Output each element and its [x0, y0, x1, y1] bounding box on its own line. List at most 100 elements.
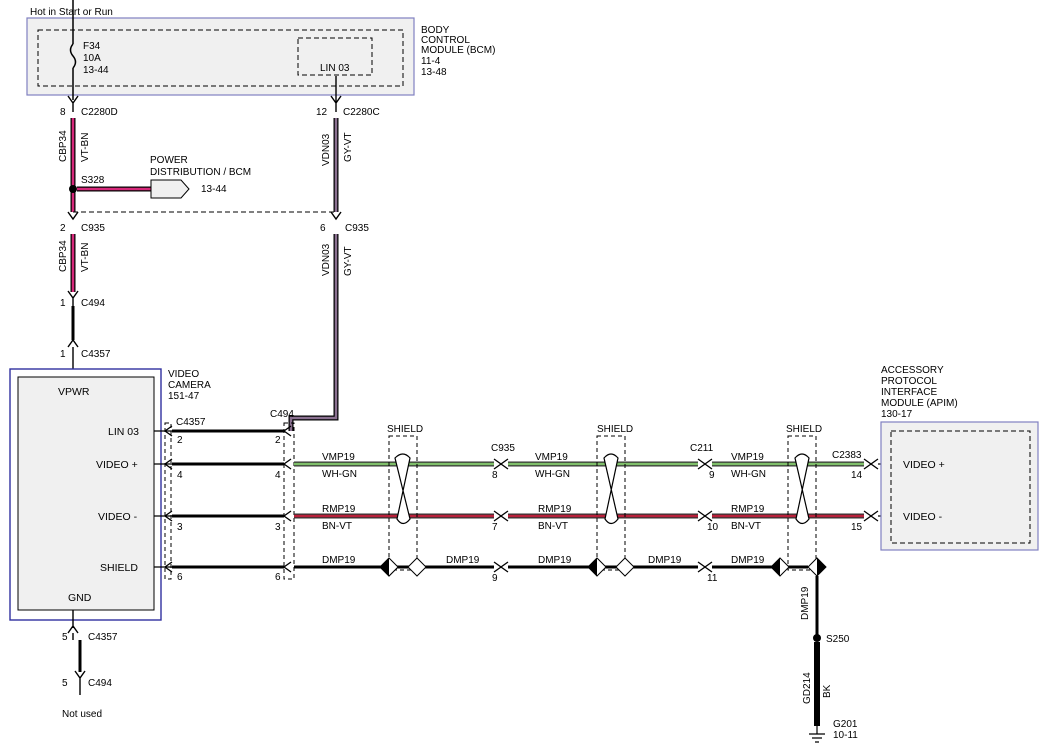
s250-label: S250: [826, 634, 850, 645]
apim-video-minus: VIDEO -: [903, 511, 943, 523]
c2280c-label: C2280C: [343, 107, 380, 118]
vdn03-circuit-a: VDN03: [321, 133, 332, 166]
c2280c-pin-icon: [330, 76, 342, 112]
seg3-pin-minus: 15: [851, 522, 863, 533]
vminus-pin-3a: 3: [177, 522, 183, 533]
gnd-c4357-label: C4357: [88, 632, 118, 643]
pin-1-c494: 1: [60, 298, 66, 309]
seg2-rmp-label: RMP19: [538, 504, 572, 515]
apim-video-plus: VIDEO +: [903, 459, 945, 471]
c2280d-pin-icon: [67, 95, 79, 112]
seg2-conn-label: C211: [690, 443, 714, 454]
dmp19-drop-label: DMP19: [800, 586, 811, 620]
shield-3-label: SHIELD: [786, 424, 822, 435]
bcm-module: [26, 17, 415, 96]
seg2-vmp-label: VMP19: [535, 452, 568, 463]
shield-pin-6b: 6: [275, 572, 281, 583]
pin-1-c4357: 1: [60, 349, 66, 360]
apim-title-5: 130-17: [881, 409, 913, 420]
apim-title-3: INTERFACE: [881, 387, 937, 398]
c935-mid-pin-icon: [330, 211, 342, 221]
seg2-dmp-label: DMP19: [538, 555, 572, 566]
hot-in-start-label: Hot in Start or Run: [30, 7, 113, 18]
bcm-title-2: CONTROL: [421, 35, 470, 46]
fuse-icon: [69, 43, 77, 69]
camera-lin: LIN 03: [108, 426, 139, 438]
c935-minus-pin-icon: [493, 510, 509, 522]
fuse-rating: 10A: [83, 53, 101, 64]
vdn03-wire-b: [289, 234, 338, 431]
seg1-pin-plus: 8: [492, 470, 498, 481]
bcm-title-3: MODULE (BCM): [421, 45, 495, 56]
shield-pin-right-icon: [282, 561, 292, 573]
seg1-rmp-color: BN-VT: [322, 521, 352, 532]
lin-pin-left-icon: [163, 425, 173, 437]
seg1-pin-minus: 7: [492, 522, 498, 533]
c4357-top-label: C4357: [81, 349, 111, 360]
seg3-vmp-label: VMP19: [731, 452, 764, 463]
dmp-mid-1: DMP19: [446, 555, 480, 566]
camera-title-3: 151-47: [168, 391, 200, 402]
c935-shield-pin-icon: [493, 561, 509, 573]
pin-2-c935: 2: [60, 223, 66, 234]
gd214-circuit: GD214: [802, 672, 813, 704]
c2383-minus-pin-icon: [863, 510, 879, 522]
vdn03-circuit-b: VDN03: [321, 243, 332, 276]
vplus-pin-4a: 4: [177, 470, 183, 481]
pdist-arrow-icon: [150, 179, 190, 199]
c494-camera-connector: [283, 422, 295, 580]
gnd-c494-label: C494: [88, 678, 112, 689]
c935-mid-label: C935: [345, 223, 369, 234]
seg2-pin-plus: 9: [709, 470, 715, 481]
vplus-pin-right-icon: [282, 458, 292, 470]
seg2-rmp-color: BN-VT: [538, 521, 568, 532]
gnd-c494-pin-icon: [74, 670, 86, 695]
pin-8: 8: [60, 107, 66, 118]
c935-pin-icon: [67, 211, 79, 221]
pdist-line-1: POWER: [150, 155, 188, 166]
seg2-pin-shield: 11: [707, 573, 718, 584]
seg3-rmp-label: RMP19: [731, 504, 765, 515]
vminus-pin-left-icon: [163, 510, 173, 522]
shield-1-label: SHIELD: [387, 424, 423, 435]
c211-shield-pin-icon: [697, 561, 713, 573]
apim-module: [880, 421, 1039, 551]
c935-left-label: C935: [81, 223, 105, 234]
gnd-pin-5b: 5: [62, 678, 68, 689]
camera-c4357-label: C4357: [176, 417, 206, 428]
s250-splice-dot: [813, 634, 821, 642]
camera-vpwr: VPWR: [58, 386, 90, 398]
bcm-lin-box: [297, 37, 373, 76]
shield-3: [770, 435, 827, 577]
c2280d-label: C2280D: [81, 107, 118, 118]
c4357-camera-connector: [164, 422, 172, 580]
seg1-conn-label: C935: [491, 443, 515, 454]
c211-minus-pin-icon: [697, 510, 713, 522]
bcm-title-5: 13-48: [421, 67, 447, 78]
apim-title-2: PROTOCOL: [881, 376, 937, 387]
seg3-dmp-label: DMP19: [731, 555, 765, 566]
c2383-plus-pin-icon: [863, 458, 879, 470]
seg3-rmp-color: BN-VT: [731, 521, 761, 532]
gnd-pin-5a: 5: [62, 632, 68, 643]
lin-pin-right-icon: [282, 425, 292, 437]
camera-video-plus: VIDEO +: [96, 459, 138, 471]
c4357-pin-icon: [67, 338, 79, 370]
vplus-pin-4b: 4: [275, 470, 281, 481]
g201-ref: 10-11: [833, 730, 858, 741]
shield-2: [587, 435, 635, 577]
seg1-dmp-label: DMP19: [322, 555, 356, 566]
cbp34-color-b: VT-BN: [80, 243, 91, 272]
seg3-vmp-color: WH-GN: [731, 469, 766, 480]
apim-title-4: MODULE (APIM): [881, 398, 958, 409]
camera-inner: [17, 376, 155, 611]
fuse-ref: 13-44: [83, 65, 109, 76]
vdn03-color-a: GY-VT: [343, 132, 354, 162]
seg3-conn-label: C2383: [832, 450, 862, 461]
camera-title-1: VIDEO: [168, 369, 199, 380]
cbp34-circuit-b: CBP34: [58, 240, 69, 272]
camera-title-2: CAMERA: [168, 380, 211, 391]
camera-gnd: GND: [68, 592, 92, 604]
